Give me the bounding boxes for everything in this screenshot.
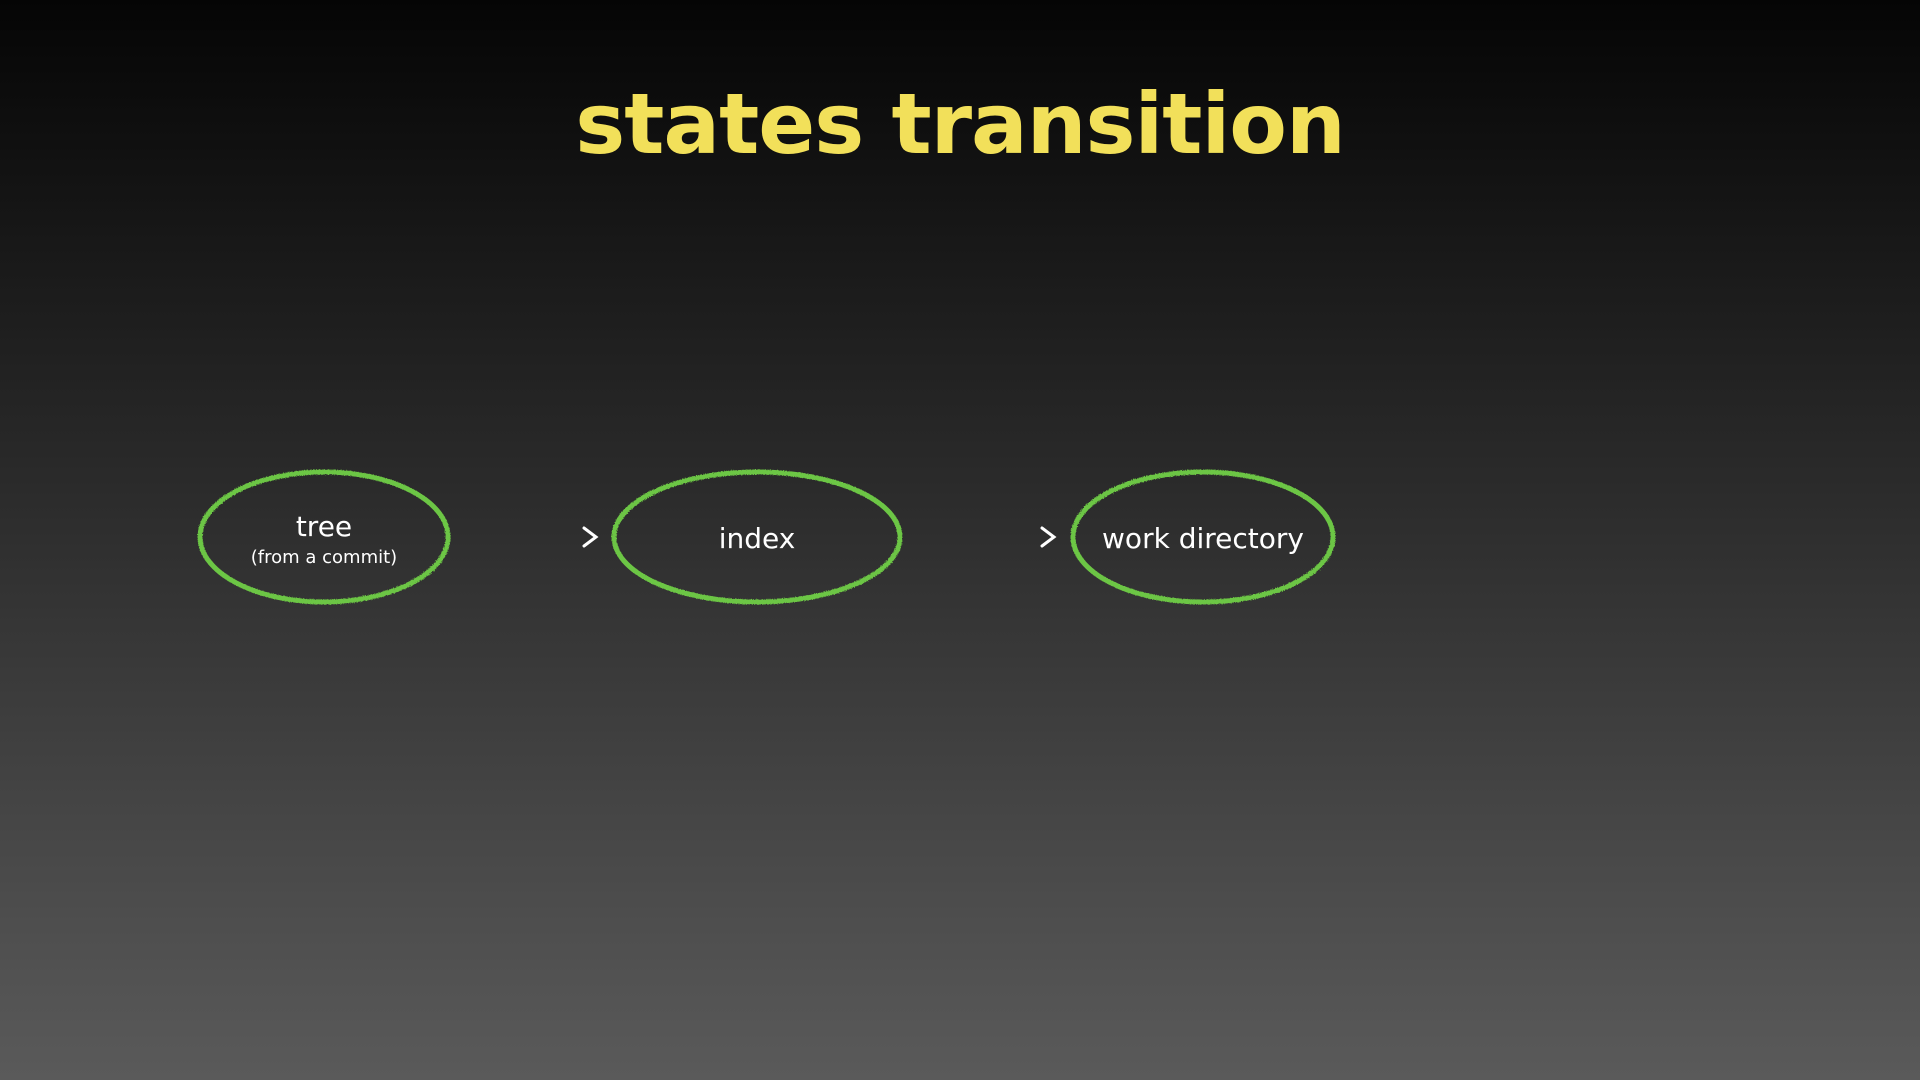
arrow-tree-to-index-head	[582, 526, 599, 548]
node-index-ellipse	[611, 469, 903, 605]
arrow-tree-to-index	[465, 526, 599, 548]
node-tree-label: tree	[296, 510, 352, 543]
slide-title: states transition	[575, 75, 1346, 173]
node-index-label: index	[719, 522, 796, 555]
node-work-directory-ellipse	[1070, 469, 1336, 605]
node-tree: tree (from a commit)	[197, 469, 451, 605]
node-tree-ellipse	[197, 469, 451, 605]
node-tree-sublabel: (from a commit)	[251, 547, 397, 568]
arrow-index-to-workdir	[920, 526, 1057, 548]
node-index: index	[611, 469, 903, 605]
node-work-directory-label: work directory	[1102, 522, 1304, 555]
arrow-index-to-workdir-head	[1040, 526, 1057, 548]
node-work-directory: work directory	[1070, 469, 1336, 605]
